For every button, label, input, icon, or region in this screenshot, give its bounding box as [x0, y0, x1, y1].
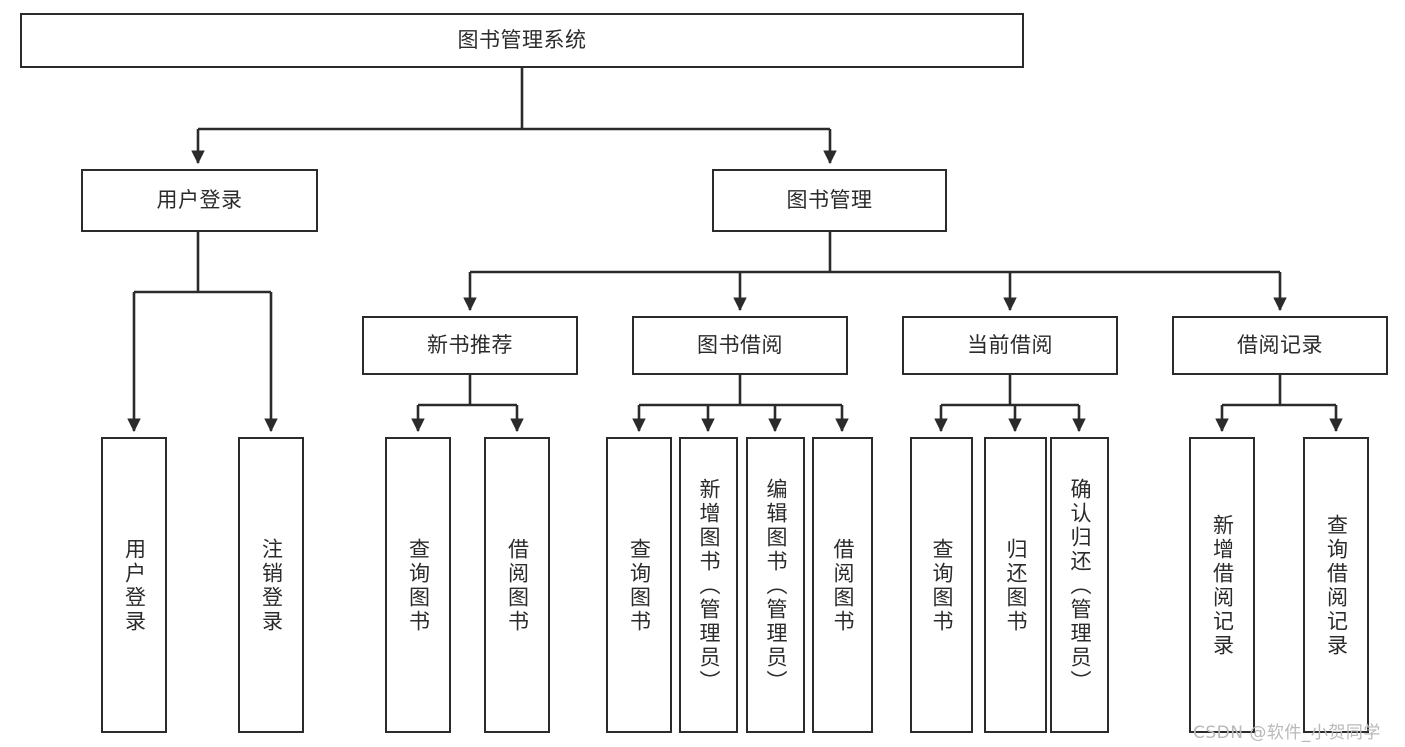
leaf-logout[interactable]: 注销登录	[238, 437, 304, 733]
node-label: 查询借阅记录	[1324, 514, 1349, 658]
node-label: 借阅图书	[831, 538, 855, 634]
node-label: 用户登录	[122, 538, 147, 634]
node-label: 编辑图书（管理员）	[764, 478, 788, 694]
csdn-watermark: CSDN @软件_小贺同学	[1193, 723, 1381, 743]
node-label: 当前借阅	[967, 332, 1053, 357]
node-label: 注销登录	[259, 538, 284, 634]
node-book-borrow[interactable]: 图书借阅	[632, 316, 848, 375]
leaf-add-book-admin[interactable]: 新增图书（管理员）	[679, 437, 738, 733]
leaf-query-book-recommend[interactable]: 查询图书	[385, 437, 451, 733]
leaf-query-book-borrow[interactable]: 查询图书	[606, 437, 672, 733]
node-book-management[interactable]: 图书管理	[712, 169, 947, 232]
node-label: 归还图书	[1004, 538, 1028, 634]
node-borrow-record[interactable]: 借阅记录	[1172, 316, 1388, 375]
node-label: 新增借阅记录	[1210, 514, 1235, 658]
leaf-confirm-return-admin[interactable]: 确认归还（管理员）	[1050, 437, 1109, 733]
leaf-query-borrow-record[interactable]: 查询借阅记录	[1303, 437, 1369, 733]
node-label: 新书推荐	[427, 332, 513, 357]
node-label: 确认归还（管理员）	[1068, 478, 1092, 694]
node-label: 借阅图书	[505, 538, 530, 634]
node-current-borrow[interactable]: 当前借阅	[902, 316, 1118, 375]
node-label: 查询图书	[627, 538, 652, 634]
node-label: 用户登录	[156, 187, 243, 212]
node-label: 图书借阅	[697, 332, 783, 357]
leaf-borrow-book[interactable]: 借阅图书	[812, 437, 873, 733]
node-user-login[interactable]: 用户登录	[81, 169, 318, 232]
leaf-user-login[interactable]: 用户登录	[101, 437, 167, 733]
node-label: 查询图书	[930, 538, 954, 634]
leaf-borrow-book-recommend[interactable]: 借阅图书	[484, 437, 550, 733]
leaf-add-borrow-record[interactable]: 新增借阅记录	[1189, 437, 1255, 733]
node-label: 图书管理系统	[457, 27, 587, 52]
leaf-query-book-current[interactable]: 查询图书	[910, 437, 973, 733]
node-label: 新增图书（管理员）	[697, 478, 721, 694]
node-label: 借阅记录	[1237, 332, 1323, 357]
node-label: 查询图书	[406, 538, 431, 634]
node-root-system[interactable]: 图书管理系统	[20, 13, 1024, 68]
leaf-edit-book-admin[interactable]: 编辑图书（管理员）	[746, 437, 805, 733]
leaf-return-book[interactable]: 归还图书	[984, 437, 1047, 733]
node-new-book-recommend[interactable]: 新书推荐	[362, 316, 578, 375]
node-label: 图书管理	[786, 187, 873, 212]
